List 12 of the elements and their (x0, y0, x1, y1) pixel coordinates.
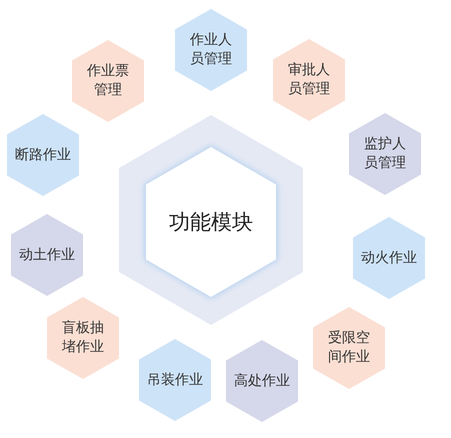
module-label: 受限空间作业 (328, 329, 370, 367)
module-label: 断路作业 (15, 146, 71, 164)
module-label: 吊装作业 (147, 370, 203, 390)
module-label: 作业人员管理 (190, 31, 232, 69)
module-label: 作业票管理 (86, 62, 130, 100)
module-label: 监护人员管理 (364, 135, 406, 173)
module-label: 盲板抽堵作业 (62, 319, 104, 357)
module-label: 动火作业 (361, 248, 417, 268)
module-label: 高处作业 (234, 372, 290, 390)
module-label: 审批人员管理 (288, 61, 330, 99)
title-text: 功能模块 (169, 208, 253, 236)
module-label: 动土作业 (19, 246, 75, 264)
